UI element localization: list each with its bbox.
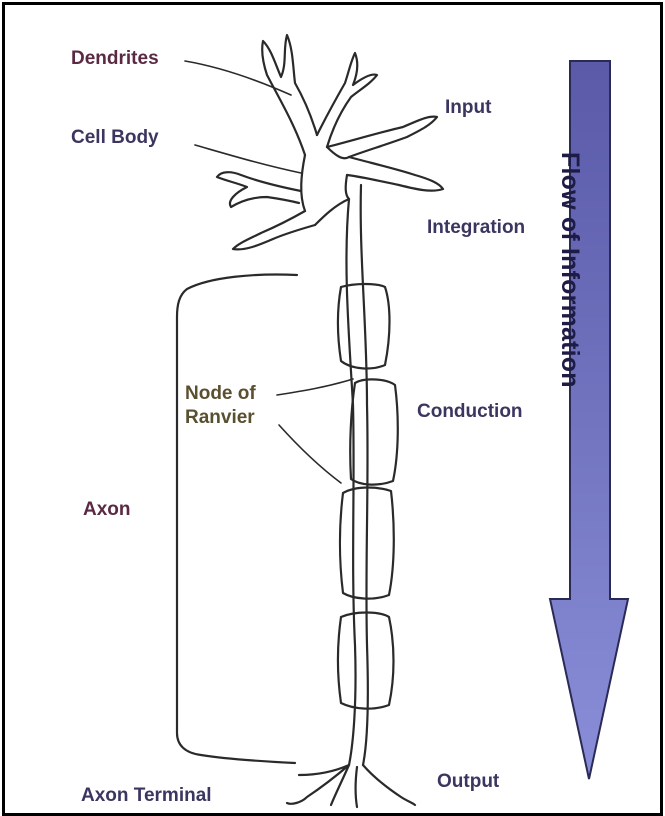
dendrite-branch-left bbox=[217, 172, 301, 207]
dendrite-branch-right-upper bbox=[317, 53, 377, 147]
label-node-of: Node of bbox=[185, 383, 256, 405]
label-conduction: Conduction bbox=[417, 401, 523, 423]
label-output: Output bbox=[437, 771, 499, 793]
soma-outline bbox=[301, 147, 349, 225]
label-integration: Integration bbox=[427, 217, 525, 239]
label-input: Input bbox=[445, 97, 491, 119]
axon-bracket bbox=[177, 275, 297, 763]
label-ranvier: Ranvier bbox=[185, 407, 255, 429]
leader-node-lower bbox=[279, 425, 341, 483]
axon-terminal-branches bbox=[287, 765, 415, 807]
axon-core-right bbox=[361, 185, 368, 765]
leader-cell-body bbox=[195, 145, 301, 173]
label-cell-body: Cell Body bbox=[71, 127, 159, 149]
myelin-segment-2 bbox=[350, 379, 398, 484]
dendrite-branch-input bbox=[327, 117, 437, 157]
label-axon: Axon bbox=[83, 499, 131, 521]
leader-node-upper bbox=[277, 379, 353, 395]
flow-arrow-label: Flow of Information bbox=[550, 152, 590, 422]
label-axon-terminal: Axon Terminal bbox=[81, 785, 212, 807]
dendrite-branch-lower-left bbox=[233, 211, 315, 249]
label-dendrites: Dendrites bbox=[71, 48, 159, 70]
